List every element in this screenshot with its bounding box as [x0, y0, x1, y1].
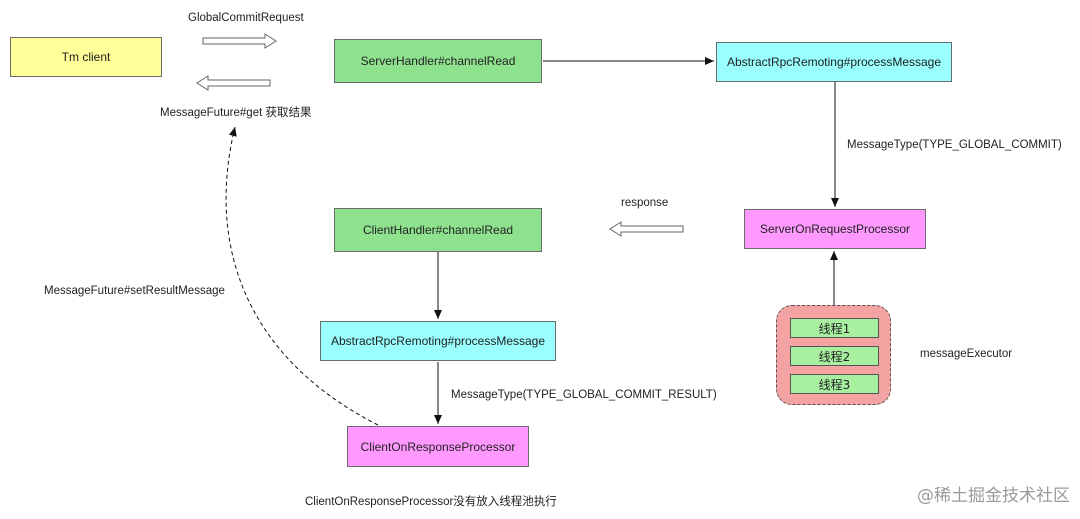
server-processor-label: ServerOnRequestProcessor — [759, 222, 911, 236]
message-future-get-label: MessageFuture#get 获取结果 — [160, 107, 312, 119]
server-processor-node: ServerOnRequestProcessor — [744, 209, 926, 249]
client-handler-node: ClientHandler#channelRead — [334, 208, 542, 252]
thread-3: 线程3 — [790, 374, 879, 394]
response-block-arrow — [609, 221, 684, 237]
watermark: @稀土掘金技术社区 — [917, 486, 1070, 506]
client-remoting-node: AbstractRpcRemoting#processMessage — [320, 321, 556, 361]
tm-client-label: Tm client — [61, 50, 111, 64]
thread-2: 线程2 — [790, 346, 879, 366]
client-handler-label: ClientHandler#channelRead — [362, 223, 514, 237]
client-processor-note: ClientOnResponseProcessor没有放入线程池执行 — [305, 496, 557, 508]
client-remoting-label: AbstractRpcRemoting#processMessage — [330, 334, 546, 348]
server-remoting-label: AbstractRpcRemoting#processMessage — [726, 55, 942, 69]
client-processor-label: ClientOnResponseProcessor — [360, 439, 516, 454]
request-block-arrow — [202, 33, 277, 49]
server-remoting-node: AbstractRpcRemoting#processMessage — [716, 42, 952, 82]
edge-set-result-dashed — [225, 126, 379, 426]
global-commit-request-label: GlobalCommitRequest — [188, 12, 304, 24]
thread-1-label: 线程1 — [818, 321, 851, 336]
server-handler-label: ServerHandler#channelRead — [360, 54, 516, 68]
server-handler-node: ServerHandler#channelRead — [334, 39, 542, 83]
tm-client-node: Tm client — [10, 37, 162, 77]
message-executor-label: messageExecutor — [920, 348, 1013, 360]
message-future-set-result-label: MessageFuture#setResultMessage — [44, 285, 225, 297]
thread-1: 线程1 — [790, 318, 879, 338]
result-block-arrow — [196, 75, 271, 91]
message-type-global-commit-result-label: MessageType(TYPE_GLOBAL_COMMIT_RESULT) — [451, 389, 717, 401]
client-processor-node: ClientOnResponseProcessor — [347, 426, 529, 467]
thread-2-label: 线程2 — [818, 349, 851, 364]
thread-3-label: 线程3 — [818, 377, 851, 392]
response-label: response — [621, 197, 669, 209]
message-type-global-commit-label: MessageType(TYPE_GLOBAL_COMMIT) — [847, 139, 1062, 151]
